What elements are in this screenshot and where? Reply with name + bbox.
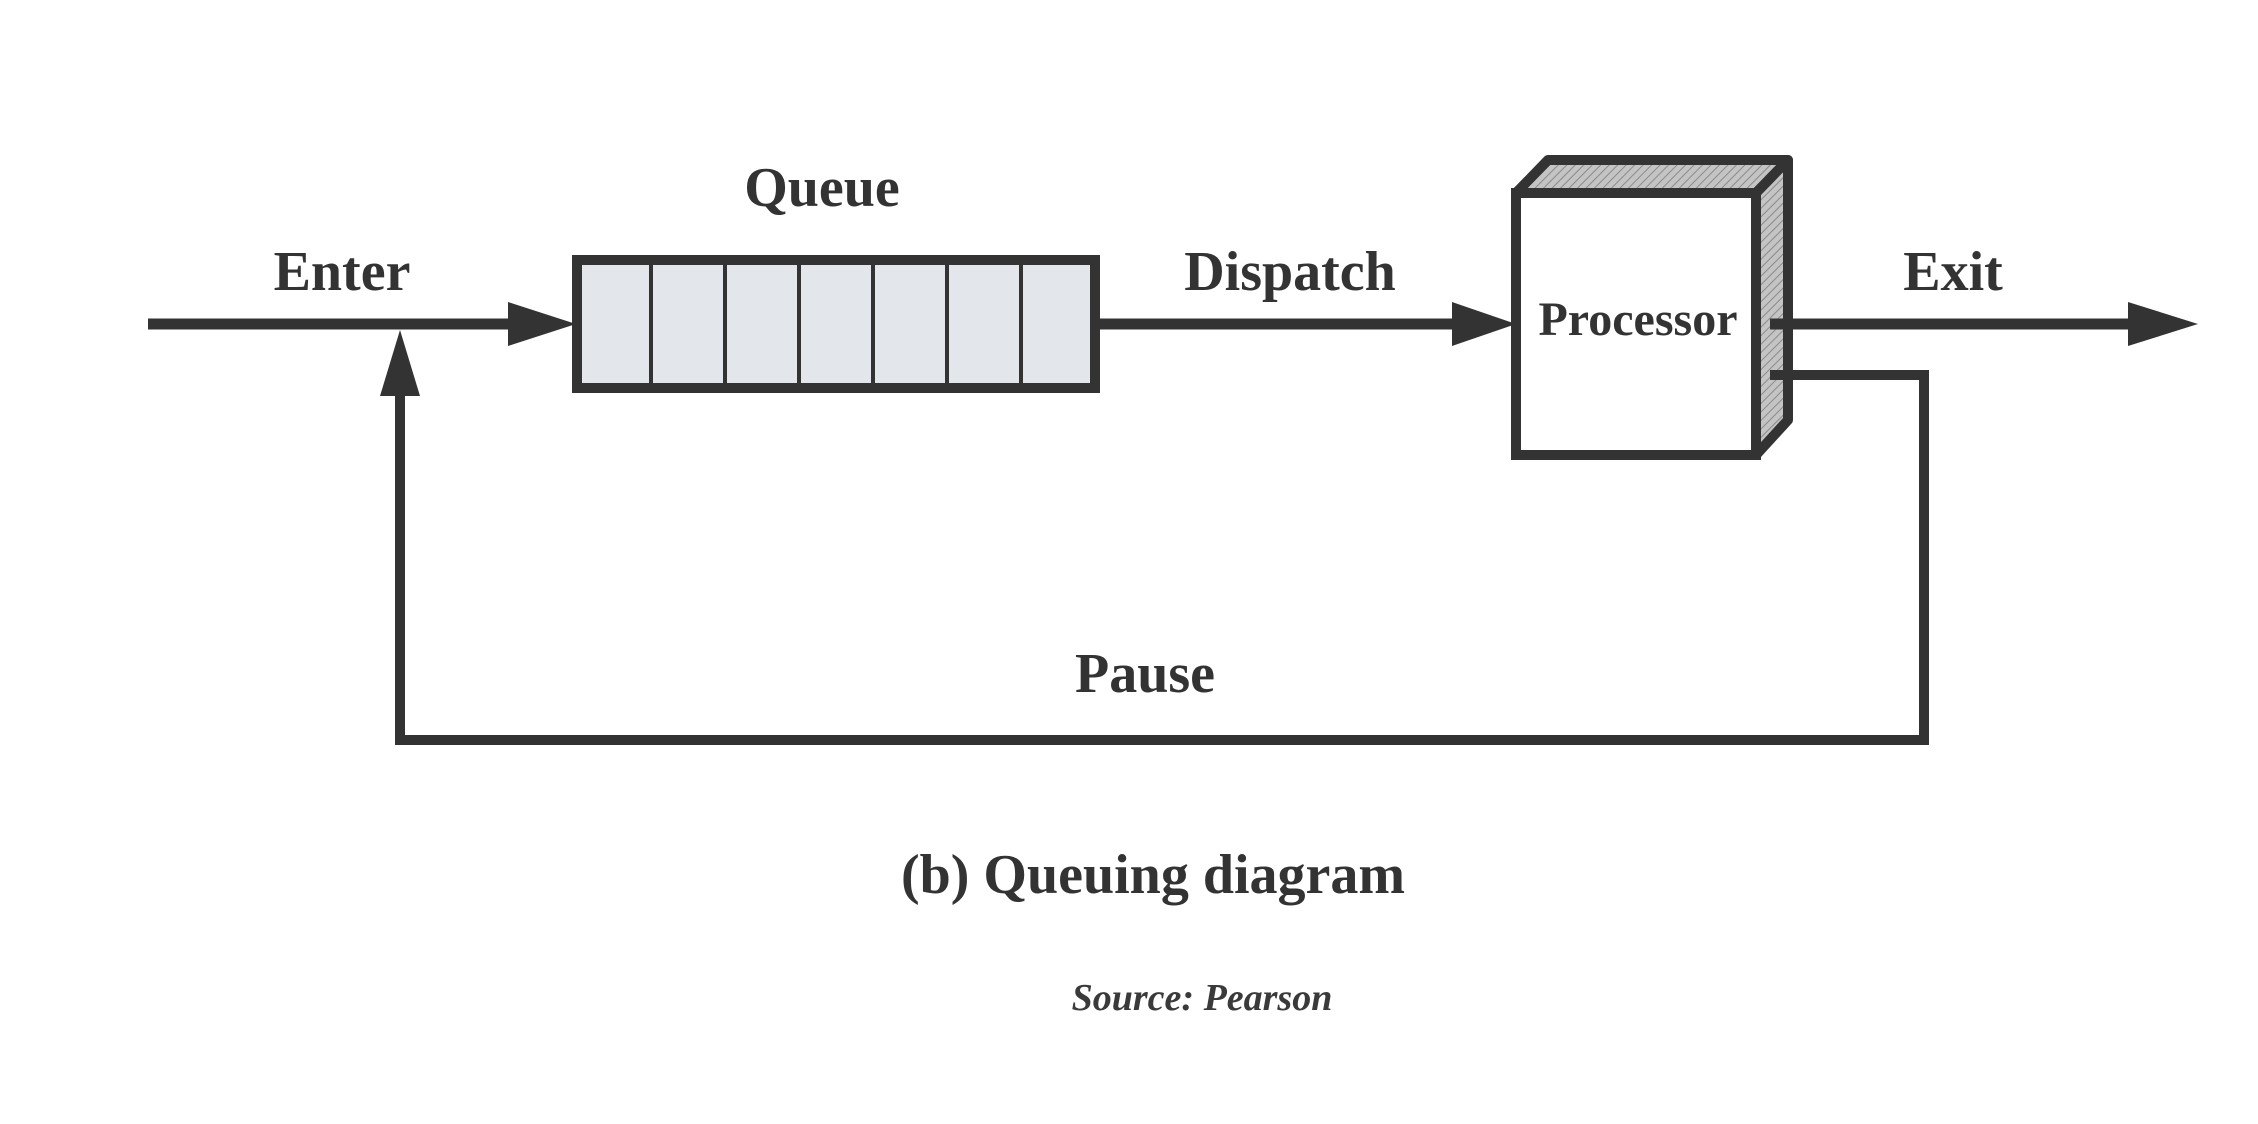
queue-rect <box>572 255 1100 393</box>
queue-slot-dividers <box>649 265 1023 383</box>
label-enter: Enter <box>274 241 411 303</box>
label-pause: Pause <box>1075 643 1215 705</box>
dispatch-arrow-head <box>1452 302 1516 346</box>
source-credit: Source: Pearson <box>1072 977 1333 1019</box>
label-exit: Exit <box>1903 241 2003 303</box>
processor-front-face <box>1511 188 1761 460</box>
label-queue: Queue <box>744 157 900 219</box>
queue-box <box>572 255 1100 393</box>
pause-loop-line <box>395 370 1929 745</box>
label-processor: Processor <box>1538 293 1737 346</box>
enter-arrow-head <box>508 302 576 346</box>
label-dispatch: Dispatch <box>1184 241 1396 303</box>
pause-arrow-head <box>380 330 420 396</box>
exit-arrow-head <box>2128 302 2198 346</box>
figure-caption: (b) Queuing diagram <box>901 844 1405 906</box>
processor-box <box>1511 155 1793 460</box>
